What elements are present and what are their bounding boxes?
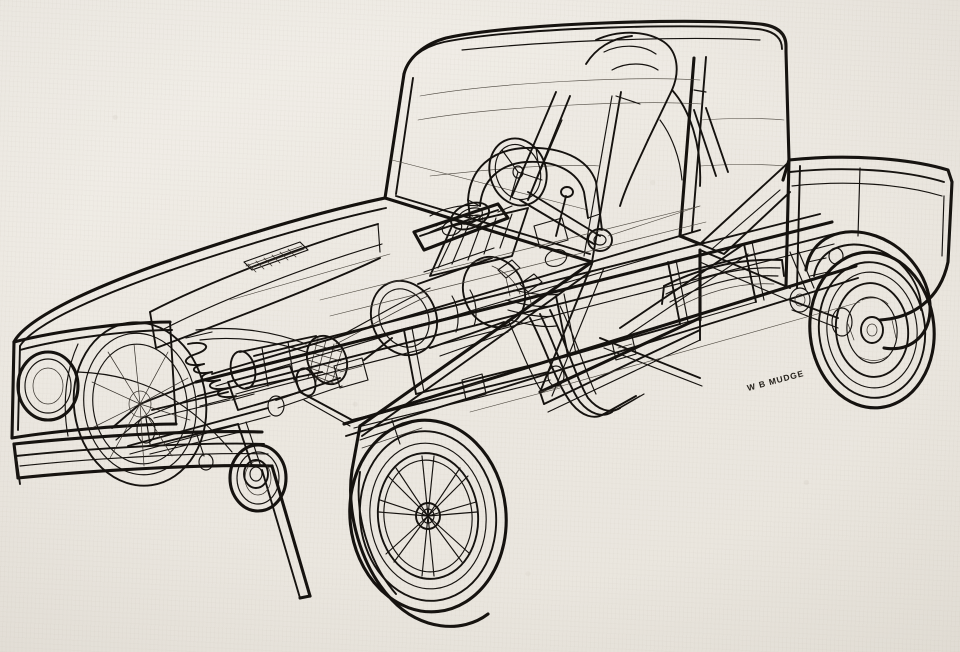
front-fender [10, 196, 387, 440]
bucket-seat [585, 31, 702, 207]
front-suspension-group [127, 331, 423, 489]
glass-phantom-lines [391, 78, 785, 211]
engine-ancillaries [429, 205, 569, 295]
hood-panel [149, 223, 383, 349]
artist-signature: W B MUDGE [746, 368, 805, 393]
engine-hoses [195, 287, 431, 353]
rear-axle [789, 299, 853, 337]
gear-lever [555, 186, 574, 237]
rear-wheel-lug-detail [847, 297, 897, 361]
rear-cab-pillar [699, 158, 791, 245]
air-cleaner [449, 201, 491, 231]
control-arms [136, 391, 241, 455]
seat-support-struts [511, 91, 729, 201]
steering-box [333, 337, 393, 389]
left-headlamp [16, 350, 80, 422]
hood-vent-grille [243, 241, 309, 273]
cab-roof [402, 19, 791, 162]
front-frame-horns [111, 381, 199, 441]
rear-fender-arch [804, 230, 932, 351]
left-front-wheel-phantom [64, 321, 208, 487]
rear-leaf-spring [661, 258, 785, 309]
headlamp-group [16, 350, 288, 513]
front-bumper [12, 430, 274, 485]
rear-wheel [808, 250, 936, 410]
phantom-construction-lines [229, 205, 861, 413]
nose-panel [10, 320, 178, 440]
right-front-wheel [348, 418, 508, 628]
steering-column [519, 191, 613, 252]
wheels-group [64, 250, 936, 628]
frame-diagonals [211, 229, 859, 437]
right-front-wheel-spokes [378, 455, 478, 577]
rear-frame-brace [599, 243, 749, 387]
lower-body-line [261, 464, 312, 600]
cross-members [403, 241, 765, 395]
rocker-step-panel [538, 316, 702, 413]
signature-text: W B MUDGE [746, 368, 805, 393]
cylinder-head [429, 207, 529, 277]
exhaust-headers [507, 305, 645, 418]
frame-rail-inner [253, 213, 823, 367]
chassis-group [111, 213, 859, 441]
front-hub-carrier [237, 421, 269, 489]
left-wheel-spokes [91, 343, 191, 467]
door-pillar [678, 56, 707, 246]
right-headlamp [228, 443, 288, 513]
chassis-brackets [461, 335, 637, 401]
